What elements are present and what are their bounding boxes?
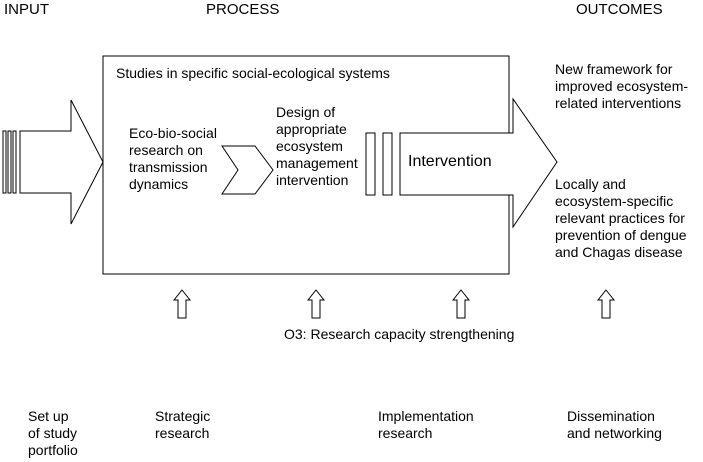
outcome-practices-line: ecosystem-specific xyxy=(555,193,674,209)
outcome-practices-line: relevant practices for xyxy=(555,210,685,226)
capacity-arrow-3 xyxy=(451,289,471,319)
outcome-framework-line: New framework for xyxy=(555,61,673,77)
design-line: appropriate xyxy=(276,121,347,137)
input-stripe-3 xyxy=(12,130,17,194)
input-stripe-1 xyxy=(2,130,7,194)
design-label: Design of appropriate ecosystem manageme… xyxy=(276,104,358,189)
footer-line: Strategic xyxy=(155,408,211,424)
design-line: ecosystem xyxy=(276,138,343,154)
header-input: INPUT xyxy=(4,1,49,18)
input-arrow xyxy=(19,99,104,225)
capacity-arrow-1 xyxy=(172,289,192,319)
intervention-stripe-2 xyxy=(382,132,393,196)
outcome-practices-line: and Chagas disease xyxy=(555,244,683,260)
outcome-framework-line: improved ecosystem- xyxy=(555,78,689,94)
footer-line: Dissemination xyxy=(567,408,655,424)
footer-line: research xyxy=(155,425,210,441)
eco-bio-social-line: research on xyxy=(129,142,203,158)
footer-dissemination: Dissemination and networking xyxy=(567,408,662,442)
intervention-stripe-1 xyxy=(365,132,376,196)
input-stripe-2 xyxy=(7,130,12,194)
footer-line: and networking xyxy=(567,425,662,441)
outcome-framework: New framework for improved ecosystem- re… xyxy=(555,61,688,112)
outcome-practices: Locally and ecosystem-specific relevant … xyxy=(555,176,687,261)
outcome-framework-line: related interventions xyxy=(555,95,682,111)
footer-line: portfolio xyxy=(28,442,78,458)
intervention-arrow xyxy=(399,97,558,229)
design-line: management xyxy=(276,155,358,171)
design-line: intervention xyxy=(276,172,349,188)
design-line: Design of xyxy=(276,104,336,120)
footer-line: Implementation xyxy=(378,408,474,424)
eco-bio-social-line: dynamics xyxy=(129,176,189,192)
intervention-label: Intervention xyxy=(408,153,492,170)
footer-implementation: Implementation research xyxy=(378,408,474,442)
outcome-practices-line: Locally and xyxy=(555,176,626,192)
capacity-arrow-4 xyxy=(596,289,616,319)
process-box-title: Studies in specific social-ecological sy… xyxy=(116,65,390,81)
eco-bio-social-line: Eco-bio-social xyxy=(129,125,217,141)
footer-line: of study xyxy=(28,425,78,441)
footer-line: research xyxy=(378,425,433,441)
capacity-arrow-2 xyxy=(306,289,326,319)
footer-strategic: Strategic research xyxy=(155,408,210,442)
header-outcomes: OUTCOMES xyxy=(576,1,663,18)
eco-bio-social-label: Eco-bio-social research on transmission … xyxy=(129,125,217,193)
footer-line: Set up xyxy=(28,408,69,424)
chevron-arrow xyxy=(221,145,274,195)
capacity-label: O3: Research capacity strengthening xyxy=(284,326,515,342)
outcome-practices-line: prevention of dengue xyxy=(555,227,687,243)
footer-study-portfolio: Set up of study portfolio xyxy=(28,408,78,459)
header-process: PROCESS xyxy=(206,1,280,18)
eco-bio-social-line: transmission xyxy=(129,159,208,175)
